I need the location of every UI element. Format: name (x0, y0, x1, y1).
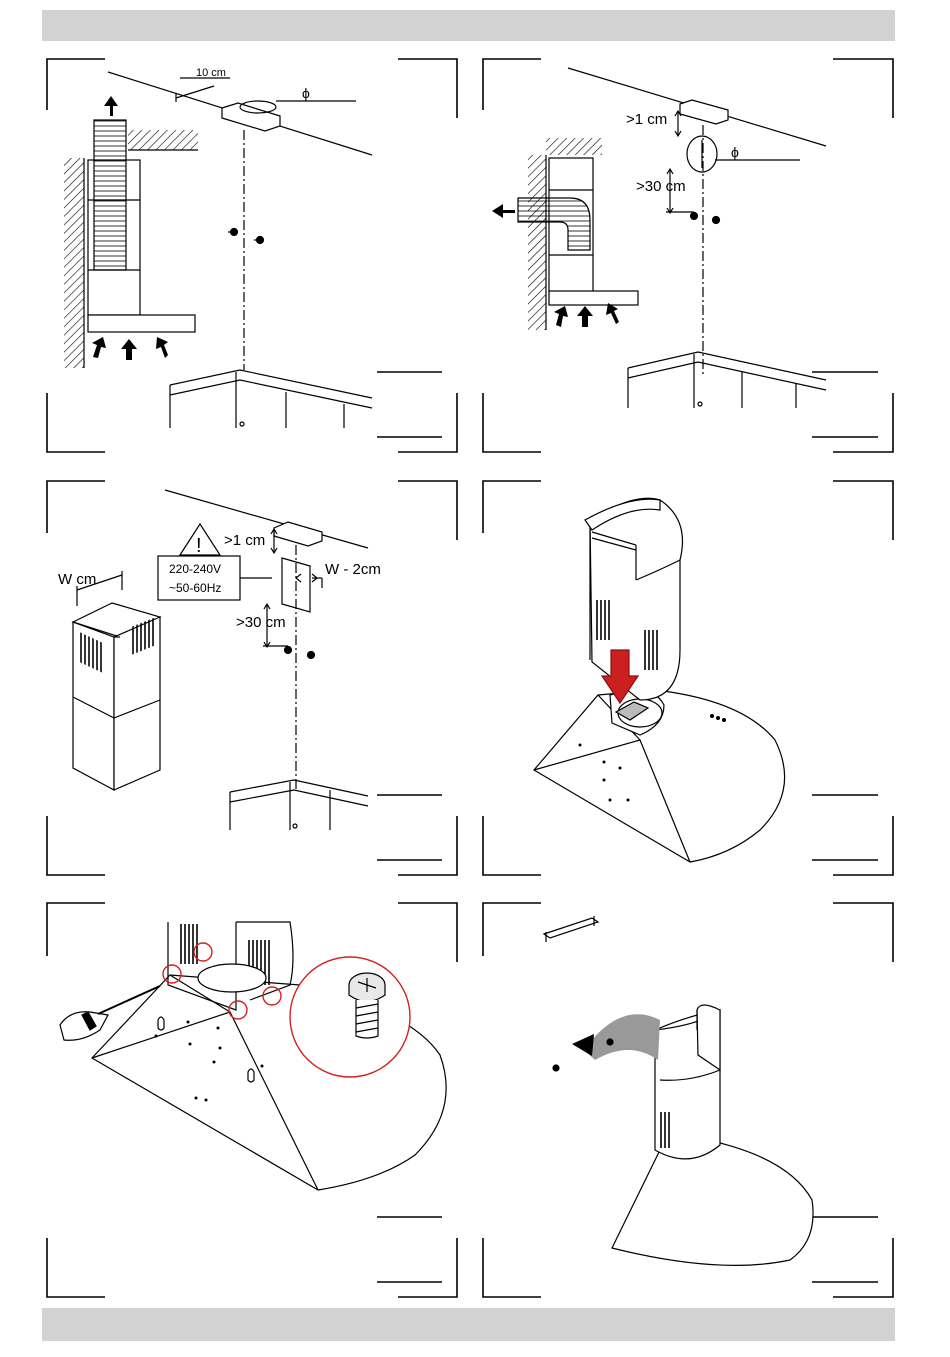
crop-marks (47, 59, 893, 1297)
screw-icon (713, 217, 720, 224)
screw-icon (285, 647, 292, 654)
up-arrow-icon (104, 96, 118, 116)
panel-2-recirculating-install: ϕ >1 cm >30 cm (492, 68, 826, 408)
dimension-gt30cm: >30 cm (636, 178, 686, 195)
duct-pipe (94, 120, 126, 270)
diameter-symbol: ϕ (302, 85, 310, 101)
frequency-text: ~50-60Hz (169, 581, 221, 595)
hood-body (549, 291, 638, 305)
warning-symbol: ! (196, 535, 202, 557)
dimension-gt1cm: >1 cm (224, 532, 265, 549)
intake-arrow-icon (156, 337, 168, 358)
intake-arrow-icon (577, 306, 593, 327)
screw-icon (691, 213, 698, 220)
left-arrow-icon (492, 204, 515, 218)
voltage-text: 220-240V (169, 562, 221, 576)
screw-icon (607, 1039, 613, 1045)
dimension-10cm: 10 cm (196, 67, 226, 79)
hood-canopy (612, 1142, 813, 1265)
hood-body (88, 315, 195, 332)
screw-icon (228, 229, 238, 236)
intake-arrow-icon (606, 303, 619, 324)
panel-6-upper-chimney (544, 916, 813, 1265)
diameter-symbol: ϕ (731, 144, 739, 160)
intake-arrow-icon (92, 337, 106, 358)
dimension-bracket-width: W - 2cm (325, 561, 381, 578)
dimension-gt1cm: >1 cm (626, 111, 667, 128)
dimension-w-cm: W cm (58, 571, 96, 588)
panel-4-chimney-insert (534, 498, 785, 862)
panel-5-screw-fixing (60, 922, 446, 1190)
screw-icon (553, 1065, 559, 1071)
screw-icon (254, 237, 264, 244)
rotate-arrow-icon (584, 1014, 660, 1060)
panel-1-ducted-install: 10 cm ϕ (64, 67, 372, 428)
panel-3-bracket-measure: ! 220-240V ~50-60Hz >1 cm W - 2cm >30 cm… (58, 490, 381, 830)
screw-icon (308, 652, 315, 659)
chimney (590, 498, 683, 700)
intake-arrow-icon (554, 306, 568, 327)
intake-arrow-icon (121, 339, 137, 360)
wall-hatch (64, 158, 84, 368)
screw-detail-callout (290, 957, 410, 1077)
bracket (544, 918, 598, 938)
dimension-gt30cm: >30 cm (236, 614, 286, 631)
